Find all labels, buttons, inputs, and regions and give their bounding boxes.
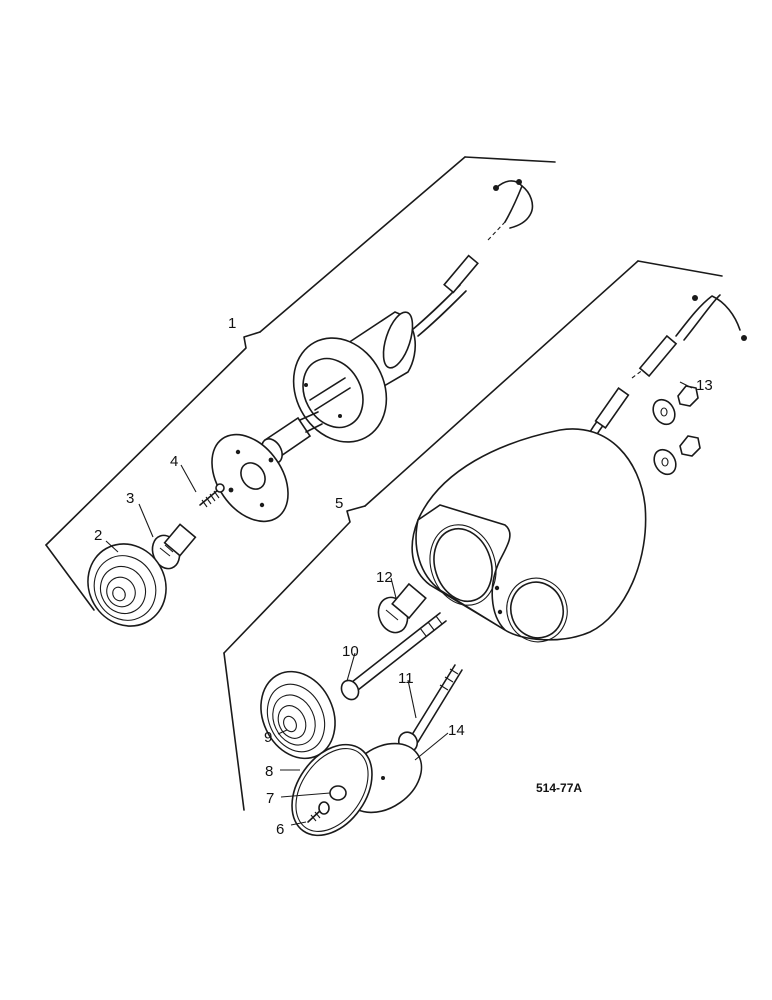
nut-washer-part-13 [652, 385, 701, 476]
callout-5: 5 [335, 495, 343, 512]
leader-lines [105, 381, 693, 826]
lamp-housing-1 [292, 311, 416, 443]
screw-part-4 [199, 483, 225, 508]
callout-labels: 1 2 3 4 5 6 7 8 9 10 11 12 13 14 [94, 315, 713, 838]
callout-2: 2 [94, 527, 102, 544]
lamp-housing-5 [411, 428, 647, 643]
grommet-part-7 [329, 785, 347, 801]
callout-4: 4 [170, 453, 178, 470]
callout-3: 3 [126, 490, 134, 507]
drawing-code: 514-77A [536, 781, 582, 795]
callout-9: 9 [264, 729, 272, 746]
mounting-plate-lamp-1 [211, 433, 289, 523]
callout-7: 7 [266, 790, 274, 807]
group-bracket-lamp-1 [45, 156, 556, 611]
callout-11: 11 [398, 670, 414, 687]
bulb-socket-lamp-1 [261, 411, 323, 464]
lens-part-2 [87, 543, 167, 627]
screw-part-6 [307, 801, 330, 823]
callout-1: 1 [228, 315, 236, 332]
wire-harness-lamp-1 [411, 179, 534, 337]
long-screw-part-10 [340, 612, 447, 701]
callout-10: 10 [342, 643, 359, 660]
lens-part-9 [260, 670, 336, 760]
callout-14: 14 [448, 722, 465, 739]
group-bracket-lamp-5 [223, 260, 723, 811]
wire-harness-lamp-5 [579, 294, 747, 455]
callout-13: 13 [696, 377, 713, 394]
callout-8: 8 [265, 763, 273, 780]
callout-12: 12 [376, 569, 393, 586]
callout-6: 6 [276, 821, 284, 838]
bulb-part-12 [377, 582, 427, 634]
